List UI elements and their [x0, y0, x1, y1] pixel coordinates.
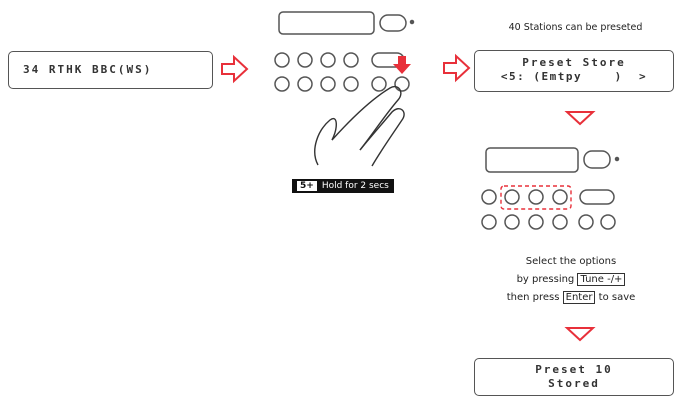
radio-panel-2: [481, 147, 620, 230]
hand-icon: [314, 85, 405, 167]
preset-stored-display: Preset 10 Stored: [474, 358, 674, 396]
arrow-right-2: [443, 53, 471, 83]
select-instruction-line3: then press Enter to save: [506, 291, 636, 304]
hold-text: Hold for 2 secs: [321, 181, 389, 191]
enter-key-label: Enter: [562, 291, 596, 304]
arrow-right-1: [221, 54, 249, 84]
select-instruction-line1: Select the options: [525, 256, 617, 267]
preset-store-line2: <5: (Emtpy ) >: [500, 70, 648, 83]
arrow-down-1: [564, 111, 596, 126]
radio-panel-1: [274, 11, 415, 92]
press-pointer-icon: [393, 56, 411, 74]
current-station-text: 34 RTHK BBC(WS): [23, 63, 153, 76]
hold-key-label: 5+: [297, 181, 317, 191]
preset-stored-line1: Preset 10: [535, 363, 613, 376]
top-note: 40 Stations can be preseted: [508, 22, 643, 33]
tune-keys-highlight: [500, 185, 572, 210]
current-station-display: 34 RTHK BBC(WS): [8, 51, 213, 89]
preset-store-line1: Preset Store: [522, 56, 626, 69]
arrow-down-2: [564, 327, 596, 342]
tune-key-label: Tune -/+: [577, 273, 626, 286]
hold-instruction-tag: 5+ Hold for 2 secs: [292, 179, 394, 193]
preset-store-display: Preset Store <5: (Emtpy ) >: [474, 50, 674, 92]
select-instruction-line2: by pressing Tune -/+: [486, 273, 656, 286]
preset-stored-line2: Stored: [548, 377, 600, 390]
